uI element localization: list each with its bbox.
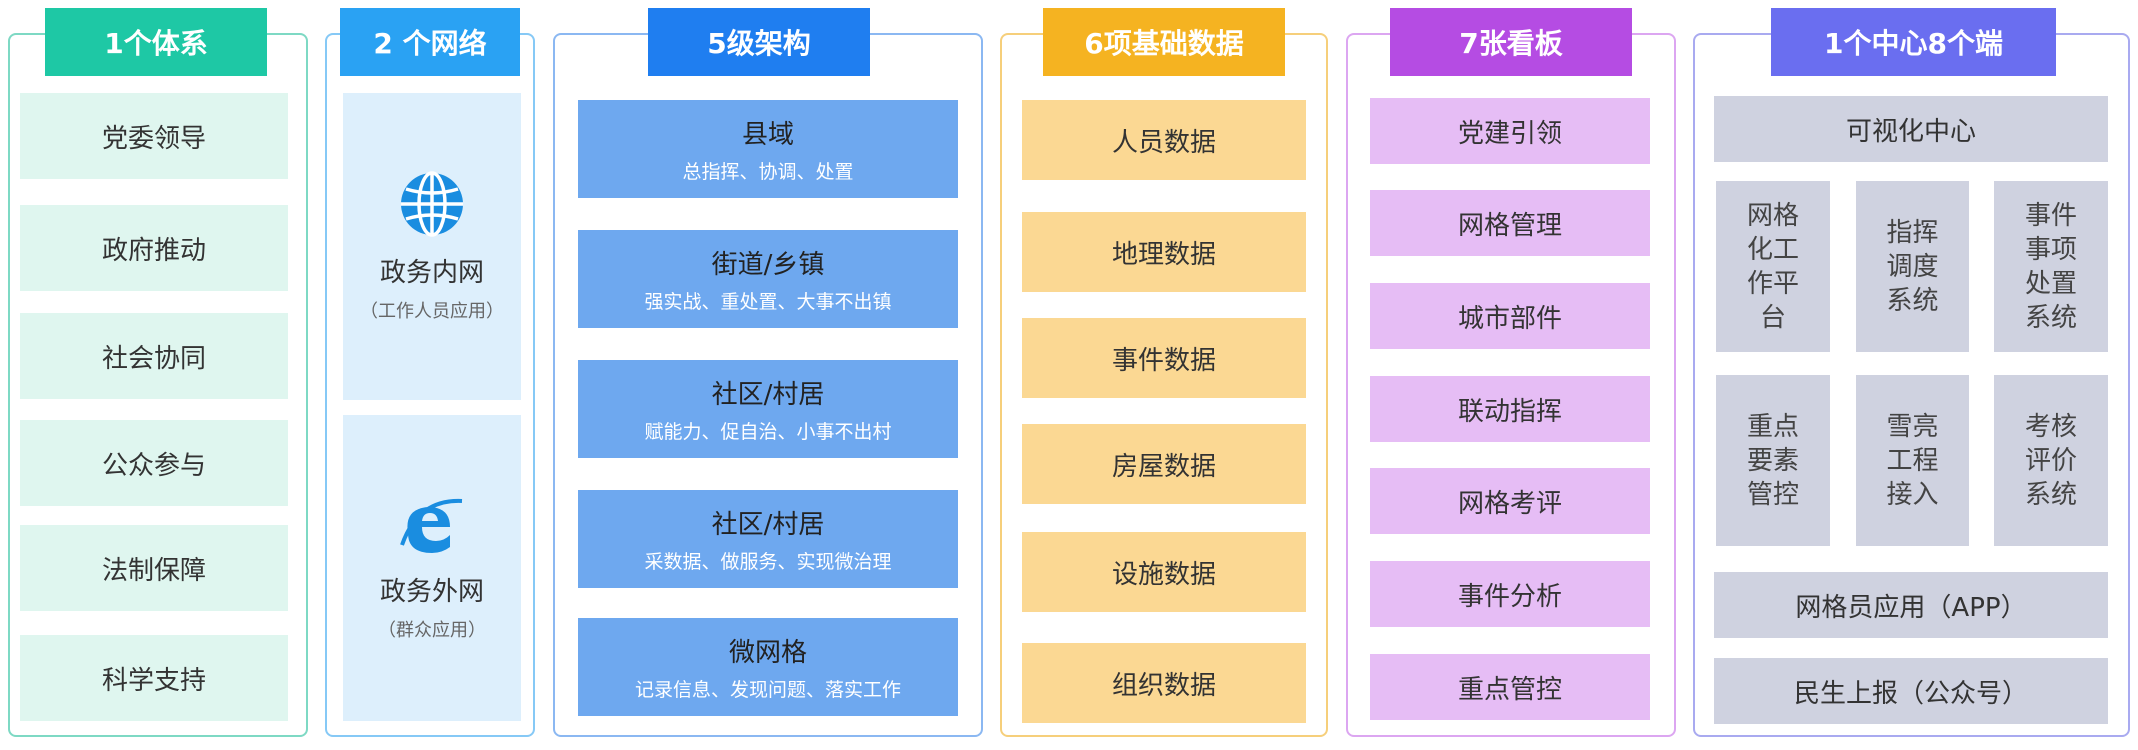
terminal-label: 事件事项处置系统 bbox=[2024, 200, 2077, 333]
system-item: 社会协同 bbox=[20, 313, 288, 399]
level-desc: 采数据、做服务、实现微治理 bbox=[644, 551, 892, 573]
network-sub: （工作人员应用） bbox=[360, 301, 504, 322]
data-item: 设施数据 bbox=[1022, 532, 1306, 612]
level-desc: 赋能力、促自治、小事不出村 bbox=[644, 421, 892, 443]
data-item: 房屋数据 bbox=[1022, 424, 1306, 504]
terminal-cell: 事件事项处置系统 bbox=[1994, 181, 2108, 352]
network-extranet: 政务外网 （群众应用） bbox=[343, 415, 521, 721]
dashboard-item: 网格考评 bbox=[1370, 468, 1650, 534]
terminal-cell: 指挥调度系统 bbox=[1856, 181, 1969, 352]
level-desc: 记录信息、发现问题、落实工作 bbox=[634, 679, 901, 701]
dashboard-item: 重点管控 bbox=[1370, 654, 1650, 720]
level-name: 社区/村居 bbox=[711, 510, 825, 540]
dashboard-item: 事件分析 bbox=[1370, 561, 1650, 627]
data-item: 人员数据 bbox=[1022, 100, 1306, 180]
level-item: 县域 总指挥、协调、处置 bbox=[578, 100, 958, 198]
wechat-terminal: 民生上报（公众号） bbox=[1714, 658, 2108, 724]
grid-app-terminal: 网格员应用（APP） bbox=[1714, 572, 2108, 638]
level-desc: 总指挥、协调、处置 bbox=[682, 161, 854, 183]
level-name: 县域 bbox=[741, 120, 794, 150]
system-item: 法制保障 bbox=[20, 525, 288, 611]
system-item: 政府推动 bbox=[20, 205, 288, 291]
terminal-label: 考核评价系统 bbox=[2024, 411, 2077, 510]
network-intranet: 政务内网 （工作人员应用） bbox=[343, 93, 521, 400]
data-item: 组织数据 bbox=[1022, 643, 1306, 723]
level-item: 微网格 记录信息、发现问题、落实工作 bbox=[578, 618, 958, 716]
terminal-label: 网格化工作平台 bbox=[1746, 200, 1799, 333]
terminal-cell: 考核评价系统 bbox=[1994, 375, 2108, 546]
terminal-cell: 雪亮工程接入 bbox=[1856, 375, 1969, 546]
terminal-cell: 网格化工作平台 bbox=[1716, 181, 1830, 352]
network-name: 政务内网 bbox=[379, 258, 484, 288]
data-item: 地理数据 bbox=[1022, 212, 1306, 292]
network-name: 政务外网 bbox=[379, 576, 484, 607]
system-item: 党委领导 bbox=[20, 93, 288, 179]
panel-dashboards-title: 7张看板 bbox=[1390, 8, 1632, 76]
dashboard-item: 党建引领 bbox=[1370, 98, 1650, 164]
network-sub: （群众应用） bbox=[378, 619, 486, 641]
terminal-label: 重点要素管控 bbox=[1746, 411, 1799, 510]
terminal-cell: 重点要素管控 bbox=[1716, 375, 1830, 546]
panel-base-data-title: 6项基础数据 bbox=[1043, 8, 1285, 76]
level-name: 街道/乡镇 bbox=[711, 250, 825, 280]
level-item: 街道/乡镇 强实战、重处置、大事不出镇 bbox=[578, 230, 958, 328]
dashboard-item: 网格管理 bbox=[1370, 190, 1650, 256]
panel-system-title: 1个体系 bbox=[45, 8, 267, 76]
level-item: 社区/村居 采数据、做服务、实现微治理 bbox=[578, 490, 958, 588]
panel-architecture-title: 5级架构 bbox=[648, 8, 870, 76]
dashboard-item: 城市部件 bbox=[1370, 283, 1650, 349]
dashboard-item: 联动指挥 bbox=[1370, 376, 1650, 442]
data-item: 事件数据 bbox=[1022, 318, 1306, 398]
ie-browser-icon bbox=[398, 495, 466, 561]
level-desc: 强实战、重处置、大事不出镇 bbox=[644, 291, 892, 313]
level-name: 微网格 bbox=[728, 638, 807, 668]
system-item: 公众参与 bbox=[20, 420, 288, 506]
panel-networks-title: 2 个网络 bbox=[340, 8, 520, 76]
terminal-label: 指挥调度系统 bbox=[1886, 217, 1939, 316]
panel-center-terminals-title: 1个中心8个端 bbox=[1771, 8, 2056, 76]
globe-icon bbox=[398, 170, 466, 242]
terminal-label: 雪亮工程接入 bbox=[1886, 411, 1939, 510]
level-name: 社区/村居 bbox=[711, 380, 825, 410]
visual-center: 可视化中心 bbox=[1714, 96, 2108, 162]
level-item: 社区/村居 赋能力、促自治、小事不出村 bbox=[578, 360, 958, 458]
system-item: 科学支持 bbox=[20, 635, 288, 721]
